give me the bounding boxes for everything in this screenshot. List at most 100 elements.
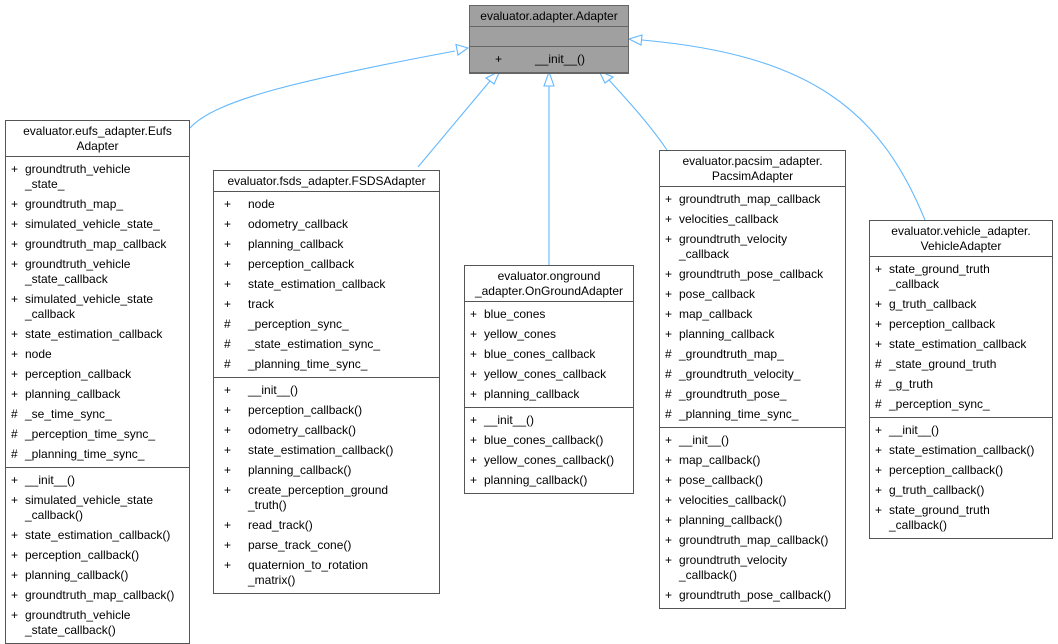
method-row[interactable]: +__init__() [6,470,189,490]
attribute-row[interactable]: +velocities_callback [660,209,845,229]
attribute-row[interactable]: +planning_callback [6,384,189,404]
method-row[interactable]: +__init__() [465,410,633,430]
method-row[interactable]: +quaternion_to_rotation_matrix() [214,555,439,590]
class-fsds-adapter[interactable]: evaluator.fsds_adapter.FSDSAdapter+node+… [213,170,440,594]
attribute-row[interactable]: +odometry_callback [214,214,439,234]
class-pacsim-adapter[interactable]: evaluator.pacsim_adapter.PacsimAdapter+g… [659,150,846,609]
attribute-row[interactable]: +blue_cones [465,304,633,324]
attribute-name: _perception_time_sync_ [25,427,189,442]
attribute-row[interactable]: +groundtruth_map_callback [660,189,845,209]
attribute-row[interactable]: +groundtruth_map_ [6,194,189,214]
method-row[interactable]: +velocities_callback() [660,490,845,510]
method-row[interactable]: +groundtruth_vehicle_state_callback() [6,605,189,640]
method-row[interactable]: +pose_callback() [660,470,845,490]
method-row[interactable]: +__init__() [214,380,439,400]
attribute-row[interactable]: +groundtruth_velocity_callback [660,229,845,264]
attribute-row[interactable]: +pose_callback [660,284,845,304]
class-vehicle-adapter[interactable]: evaluator.vehicle_adapter.VehicleAdapter… [869,220,1053,539]
method-row[interactable]: +planning_callback() [465,470,633,490]
method-row[interactable]: +simulated_vehicle_state_callback() [6,490,189,525]
method-row[interactable]: +planning_callback() [660,510,845,530]
attribute-row[interactable]: #_g_truth [870,374,1052,394]
attribute-row[interactable]: +blue_cones_callback [465,344,633,364]
attribute-row[interactable]: +simulated_vehicle_state_ [6,214,189,234]
attribute-row[interactable]: +state_estimation_callback [214,274,439,294]
attribute-row[interactable]: +node [6,344,189,364]
attribute-name: _perception_sync_ [248,317,439,332]
method-row[interactable]: +groundtruth_map_callback() [660,530,845,550]
method-row[interactable]: +read_track() [214,515,439,535]
visibility-marker: + [224,256,232,271]
attribute-row[interactable]: +map_callback [660,304,845,324]
method-row[interactable]: + __init__() [470,49,628,69]
attribute-row[interactable]: #_groundtruth_map_ [660,344,845,364]
method-row[interactable]: +perception_callback() [6,545,189,565]
attribute-row[interactable]: +state_ground_truth_callback [870,259,1052,294]
attribute-row[interactable]: #_perception_time_sync_ [6,424,189,444]
attribute-name: _g_truth [889,377,1052,392]
method-row[interactable]: +odometry_callback() [214,420,439,440]
member-name-line: groundtruth_vehicle [25,607,131,622]
attribute-row[interactable]: +node [214,194,439,214]
attribute-row[interactable]: +perception_callback [214,254,439,274]
attribute-row[interactable]: #_planning_time_sync_ [660,404,845,424]
arrowhead-vehicle [627,34,643,46]
method-row[interactable]: +__init__() [660,430,845,450]
method-row[interactable]: +state_estimation_callback() [214,440,439,460]
method-row[interactable]: +perception_callback() [870,460,1052,480]
attribute-row[interactable]: #_perception_sync_ [870,394,1052,414]
method-row[interactable]: +perception_callback() [214,400,439,420]
attribute-row[interactable]: #_state_estimation_sync_ [214,334,439,354]
method-row[interactable]: +map_callback() [660,450,845,470]
method-row[interactable]: +yellow_cones_callback() [465,450,633,470]
attribute-row[interactable]: +groundtruth_pose_callback [660,264,845,284]
method-row[interactable]: +groundtruth_velocity_callback() [660,550,845,585]
method-row[interactable]: +g_truth_callback() [870,480,1052,500]
method-row[interactable]: +blue_cones_callback() [465,430,633,450]
attribute-row[interactable]: +track [214,294,439,314]
class-adapter[interactable]: evaluator.adapter.Adapter + __init__() [469,5,629,74]
attribute-row[interactable]: +planning_callback [214,234,439,254]
attribute-row[interactable]: #_perception_sync_ [214,314,439,334]
attribute-row[interactable]: +planning_callback [465,384,633,404]
attribute-row[interactable]: +perception_callback [6,364,189,384]
method-row[interactable]: +groundtruth_map_callback() [6,585,189,605]
attribute-row[interactable]: +g_truth_callback [870,294,1052,314]
method-row[interactable]: +__init__() [870,420,1052,440]
attribute-row[interactable]: +state_estimation_callback [870,334,1052,354]
attribute-row[interactable]: #_planning_time_sync_ [6,444,189,464]
attribute-name: velocities_callback [679,212,845,227]
attribute-row[interactable]: #_state_ground_truth [870,354,1052,374]
method-row[interactable]: +create_perception_ground_truth() [214,480,439,515]
attribute-row[interactable]: +groundtruth_vehicle_state_ [6,159,189,194]
attribute-name: groundtruth_map_callback [679,192,845,207]
attribute-row[interactable]: +state_estimation_callback [6,324,189,344]
attribute-row[interactable]: +groundtruth_map_callback [6,234,189,254]
attribute-row[interactable]: +yellow_cones [465,324,633,344]
attribute-row[interactable]: +groundtruth_vehicle_state_callback [6,254,189,289]
method-row[interactable]: +state_ground_truth_callback() [870,500,1052,535]
member-name-line: simulated_vehicle_state_ [25,216,160,231]
attribute-row[interactable]: #_se_time_sync_ [6,404,189,424]
method-row[interactable]: +state_estimation_callback() [6,525,189,545]
member-name-line: __init__() [679,432,730,447]
attribute-row[interactable]: #_planning_time_sync_ [214,354,439,374]
method-row[interactable]: +state_estimation_callback() [870,440,1052,460]
member-name-line: g_truth_callback() [889,482,985,497]
attribute-row[interactable]: #_groundtruth_velocity_ [660,364,845,384]
attribute-row[interactable]: +yellow_cones_callback [465,364,633,384]
attribute-row[interactable]: +planning_callback [660,324,845,344]
method-name: __init__() [889,423,1052,438]
class-onground-adapter[interactable]: evaluator.onground_adapter.OnGroundAdapt… [464,265,634,494]
attribute-row[interactable]: +perception_callback [870,314,1052,334]
method-row[interactable]: +planning_callback() [214,460,439,480]
visibility-marker: # [11,446,18,461]
method-row[interactable]: +planning_callback() [6,565,189,585]
method-row[interactable]: +parse_track_cone() [214,535,439,555]
attribute-row[interactable]: #_groundtruth_pose_ [660,384,845,404]
method-row[interactable]: +groundtruth_pose_callback() [660,585,845,605]
attribute-row[interactable]: +simulated_vehicle_state_callback [6,289,189,324]
attribute-name: state_estimation_callback [248,277,439,292]
member-name-line: simulated_vehicle_state [25,492,154,507]
